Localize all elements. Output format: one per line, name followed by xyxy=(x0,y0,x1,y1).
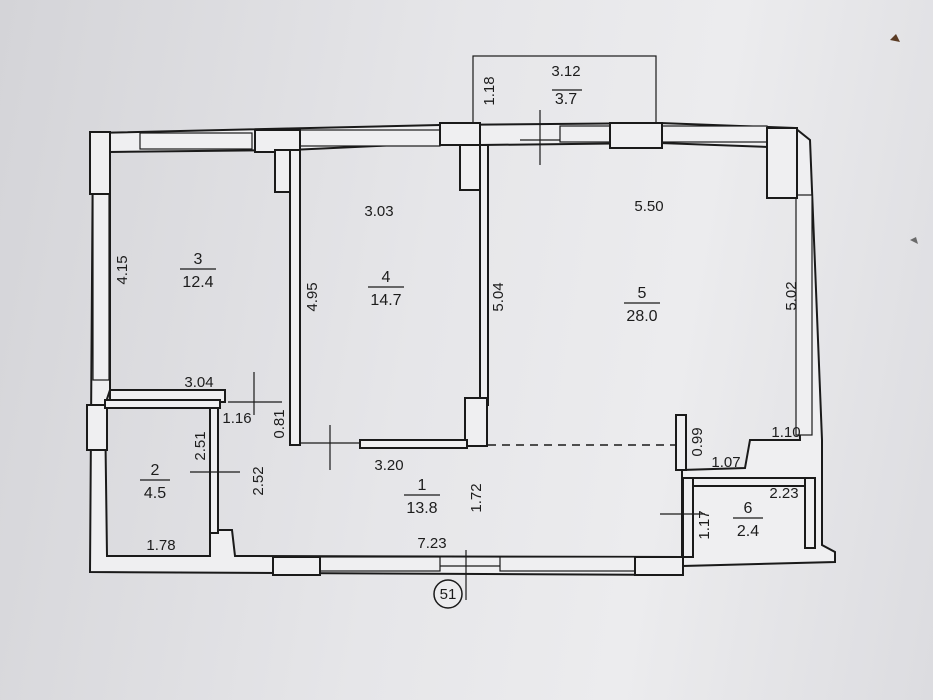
room2-number: 2 xyxy=(151,462,160,479)
window-room5-top xyxy=(661,125,768,143)
dim-room4-bottom: 3.20 xyxy=(374,457,403,474)
dim-room2-252: 2.52 xyxy=(250,466,267,495)
niche-wall xyxy=(675,414,687,471)
column-corner-left xyxy=(89,131,111,195)
wall-room4-corner xyxy=(464,397,488,447)
binder-hole-2 xyxy=(910,237,918,244)
wall-room2-right xyxy=(209,407,219,534)
dim-room5-width: 5.50 xyxy=(634,198,663,215)
column-bottom-right xyxy=(634,556,684,576)
column-bottom-left xyxy=(272,556,321,576)
window-room5-right xyxy=(795,194,813,436)
window-room4 xyxy=(299,129,441,147)
room4-number: 4 xyxy=(382,269,391,286)
dim-niche-107: 1.07 xyxy=(711,454,740,471)
wall-room3-room4 xyxy=(289,149,301,446)
balcony-width: 3.12 xyxy=(551,63,580,80)
axis-label: 51 xyxy=(440,586,457,603)
balcony-depth: 1.18 xyxy=(481,76,498,105)
column-corner-right xyxy=(766,127,798,199)
column-top-left xyxy=(254,129,301,153)
column-left-mid xyxy=(86,404,108,451)
room5-area: 28.0 xyxy=(626,308,657,325)
room1-area: 13.8 xyxy=(406,500,437,517)
wall-room4-bottom xyxy=(359,439,468,449)
dim-room3-height: 4.15 xyxy=(114,255,131,284)
axis-marker xyxy=(433,579,463,609)
column-top-center xyxy=(439,122,481,146)
window-room3 xyxy=(139,132,253,150)
column-stub-center xyxy=(459,144,481,191)
room3-area: 12.4 xyxy=(182,274,213,291)
dim-door-116: 1.16 xyxy=(222,410,251,427)
dim-door-081: 0.81 xyxy=(271,409,288,438)
wall-room6-left xyxy=(682,477,694,558)
window-hall-1 xyxy=(319,556,441,572)
balcony-door xyxy=(559,125,611,143)
column-top-right xyxy=(609,122,663,149)
dim-wall-504: 5.04 xyxy=(490,282,507,311)
room2-area: 4.5 xyxy=(144,485,166,502)
dim-hall-172: 1.72 xyxy=(468,483,485,512)
dim-room5-height: 5.02 xyxy=(783,281,800,310)
dim-room6-height: 1.17 xyxy=(696,510,713,539)
room5-number: 5 xyxy=(638,285,647,302)
dim-room3-width: 3.04 xyxy=(184,374,213,391)
dim-room6-width: 2.23 xyxy=(769,485,798,502)
dim-hall-width: 7.23 xyxy=(417,535,446,552)
balcony-area: 3.7 xyxy=(555,91,577,108)
wall-room6-right xyxy=(804,477,816,549)
room4-area: 14.7 xyxy=(370,292,401,309)
binder-hole-1 xyxy=(890,34,900,42)
room6-number: 6 xyxy=(744,500,753,517)
window-hall-2 xyxy=(499,556,636,572)
dim-room4-width: 3.03 xyxy=(364,203,393,220)
dim-niche-110: 1.10 xyxy=(771,424,800,441)
window-room3-left xyxy=(92,189,110,381)
dim-room2-width: 1.78 xyxy=(146,537,175,554)
dim-room2-251: 2.51 xyxy=(192,431,209,460)
room6-area: 2.4 xyxy=(737,523,759,540)
dim-room4-height: 4.95 xyxy=(304,282,321,311)
dim-niche-099: 0.99 xyxy=(689,427,706,456)
room1-number: 1 xyxy=(418,477,427,494)
room3-number: 3 xyxy=(194,251,203,268)
wall-room2-top xyxy=(104,399,221,409)
wall-room4-room5 xyxy=(479,144,489,406)
